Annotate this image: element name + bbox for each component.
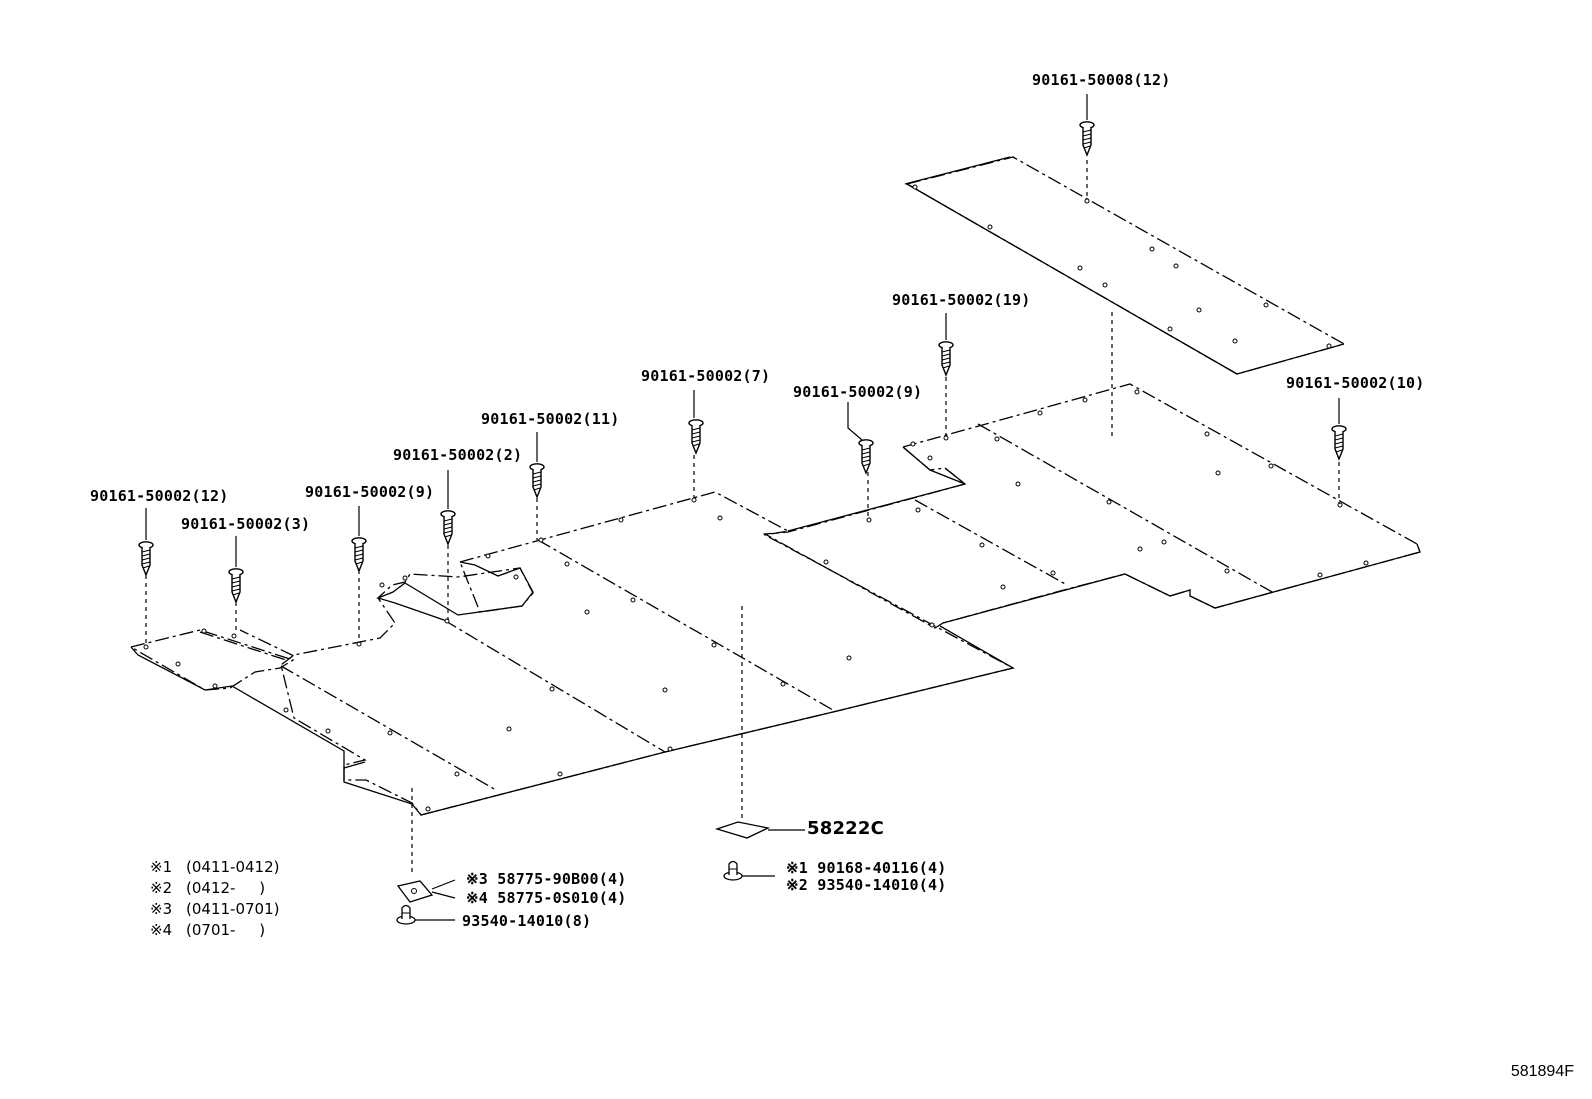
callout-screw-3: 90161-50002(3)	[181, 515, 311, 533]
callout-plate: 58222C	[807, 818, 885, 839]
legend-row: ※3 (0411-0701)	[150, 899, 279, 920]
callout-clip-note2: ※2 93540-14010(4)	[786, 876, 947, 894]
legend-mark: ※4	[150, 921, 173, 939]
legend-range: (0701- )	[186, 921, 266, 939]
callout-screw-10: 90161-50002(10)	[1286, 374, 1425, 392]
left-floor-panel	[129, 629, 295, 691]
callout-clip-bottom: 93540-14010(8)	[462, 912, 592, 930]
callout-bracket-note3: ※3 58775-90B00(4)	[466, 870, 627, 888]
legend-mark: ※2	[150, 879, 173, 897]
plate-icon	[714, 821, 771, 839]
screw-icon	[938, 341, 954, 376]
legend-mark: ※3	[150, 900, 173, 918]
screw-icon	[1079, 121, 1095, 156]
legend-range: (0411-0701)	[186, 900, 280, 918]
callout-screw-2: 90161-50002(2)	[393, 446, 523, 464]
screw-icon	[440, 510, 456, 545]
legend-row: ※1 (0411-0412)	[150, 857, 279, 878]
callout-screw-11: 90161-50002(11)	[481, 410, 620, 428]
screw-icon	[858, 439, 874, 474]
clip-icon	[396, 904, 416, 925]
callout-top-screw: 90161-50008(12)	[1032, 71, 1171, 89]
screw-icon	[688, 419, 704, 454]
legend-range: (0411-0412)	[186, 858, 280, 876]
callout-bracket-note4: ※4 58775-0S010(4)	[466, 889, 627, 907]
screw-icon	[228, 568, 244, 603]
screw-icon	[529, 463, 545, 498]
bracket-icon	[396, 880, 434, 903]
clip-icon	[723, 860, 743, 881]
screw-icon	[138, 541, 154, 576]
callout-screw-12: 90161-50002(12)	[90, 487, 229, 505]
legend-range: (0412- )	[186, 879, 266, 897]
callout-screw-7: 90161-50002(7)	[641, 367, 771, 385]
screw-icon	[1331, 425, 1347, 460]
legend: ※1 (0411-0412) ※2 (0412- ) ※3 (0411-0701) ※…	[150, 857, 279, 941]
center-floor-panel	[280, 491, 1015, 816]
legend-mark: ※1	[150, 858, 173, 876]
callout-screw-19: 90161-50002(19)	[892, 291, 1031, 309]
legend-row: ※4 (0701- )	[150, 920, 279, 941]
top-cover-panel	[905, 156, 1346, 375]
callout-clip-note1: ※1 90168-40116(4)	[786, 859, 947, 877]
legend-row: ※2 (0412- )	[150, 878, 279, 899]
figure-id: 581894F	[1510, 1063, 1574, 1080]
screw-icon	[351, 537, 367, 572]
callout-screw-9-mid: 90161-50002(9)	[793, 383, 923, 401]
right-floor-panel	[762, 383, 1421, 629]
callout-screw-9-left: 90161-50002(9)	[305, 483, 435, 501]
